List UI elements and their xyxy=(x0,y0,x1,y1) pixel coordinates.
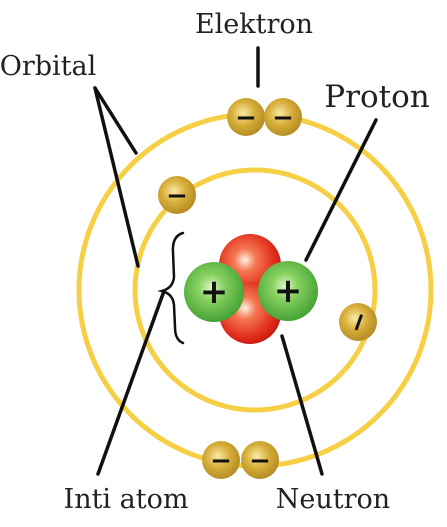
electron: − xyxy=(227,98,265,136)
electron: − xyxy=(264,98,302,136)
electron: − xyxy=(339,303,377,341)
proton-particle xyxy=(258,261,318,321)
orbital-pointer-outer xyxy=(93,86,138,155)
electron-sign: − xyxy=(210,446,232,476)
inner-orbit xyxy=(132,167,378,413)
orbital-pointer-inner xyxy=(93,86,140,268)
electron-sign: − xyxy=(235,103,257,133)
electron-sign: − xyxy=(166,181,188,211)
nucleus: + + xyxy=(184,234,318,344)
nucleus-bracket xyxy=(157,231,185,345)
electron-sign: − xyxy=(272,103,294,133)
pointer-lines xyxy=(93,46,378,476)
electrons: − − − − − − xyxy=(158,98,377,479)
inti-atom-label: Inti atom xyxy=(64,484,189,515)
neutron-pointer xyxy=(280,334,324,476)
elektron-label: Elektron xyxy=(195,9,313,40)
inti-atom-pointer xyxy=(96,289,166,476)
proton-particle xyxy=(184,262,244,322)
proton-label: Proton xyxy=(324,79,429,115)
electron: − xyxy=(202,441,240,479)
orbital-label: Orbital xyxy=(0,51,96,82)
proton-pointer xyxy=(304,118,378,262)
electron-sign: − xyxy=(249,446,271,476)
proton-sign: + xyxy=(200,272,229,312)
electron: − xyxy=(158,176,196,214)
neutron-label: Neutron xyxy=(276,484,390,515)
proton-sign: + xyxy=(274,271,303,311)
electron: − xyxy=(241,441,279,479)
